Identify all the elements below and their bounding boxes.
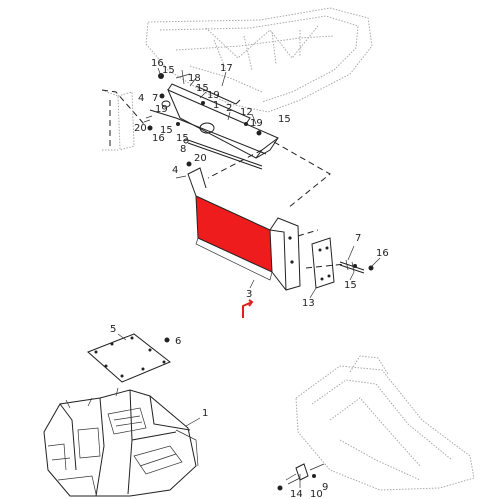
callout-6: 6 bbox=[175, 336, 181, 347]
background-frame-top bbox=[145, 7, 373, 113]
callout-16: 16 bbox=[152, 133, 165, 144]
callout-labels: 16 15 18 17 15 19 4 7 1 2 12 19 15 19 20… bbox=[110, 58, 389, 499]
callout-16: 16 bbox=[376, 248, 389, 259]
callout-20: 20 bbox=[194, 153, 207, 164]
callout-15: 15 bbox=[162, 65, 175, 76]
callout-1: 1 bbox=[202, 408, 208, 419]
left-bracket bbox=[101, 89, 135, 151]
callout-19: 19 bbox=[250, 118, 263, 129]
top-shaft-assembly bbox=[149, 69, 279, 159]
callout-15: 15 bbox=[160, 125, 173, 136]
callout-14: 14 bbox=[290, 489, 303, 499]
callout-15: 15 bbox=[176, 133, 189, 144]
callout-15: 15 bbox=[344, 280, 357, 291]
plate-part-13 bbox=[311, 237, 335, 289]
callout-5: 5 bbox=[110, 324, 116, 335]
callout-3: 3 bbox=[246, 289, 252, 300]
callout-4: 4 bbox=[172, 165, 178, 176]
callout-15: 15 bbox=[278, 114, 291, 125]
machine-assembly-part-1 bbox=[43, 387, 199, 497]
callout-9: 9 bbox=[322, 482, 328, 493]
callout-19: 19 bbox=[207, 90, 220, 101]
rod-part-8 bbox=[183, 138, 263, 170]
callout-4: 4 bbox=[138, 93, 144, 104]
right-bolt-assembly bbox=[339, 259, 365, 274]
callout-17: 17 bbox=[220, 63, 233, 74]
highlighted-panel-part-3 bbox=[187, 167, 301, 291]
locator-arrow bbox=[242, 299, 254, 318]
callout-8: 8 bbox=[180, 144, 186, 155]
callout-2: 2 bbox=[226, 103, 232, 114]
callout-15: 15 bbox=[196, 83, 209, 94]
callout-13: 13 bbox=[302, 298, 315, 309]
bottom-hardware bbox=[277, 463, 325, 491]
callout-19: 19 bbox=[155, 104, 168, 115]
callout-12: 12 bbox=[240, 107, 253, 118]
callout-18: 18 bbox=[188, 73, 201, 84]
leader-lines bbox=[117, 67, 381, 488]
callout-20: 20 bbox=[134, 123, 147, 134]
callout-7: 7 bbox=[355, 233, 361, 244]
callout-10: 10 bbox=[310, 489, 323, 499]
callout-7: 7 bbox=[152, 93, 158, 104]
callout-1: 1 bbox=[213, 100, 219, 111]
assembly-lines bbox=[101, 89, 347, 269]
background-frame-bottom-right bbox=[295, 355, 475, 491]
cover-plate-part-5 bbox=[87, 333, 171, 383]
callout-16: 16 bbox=[151, 58, 164, 69]
